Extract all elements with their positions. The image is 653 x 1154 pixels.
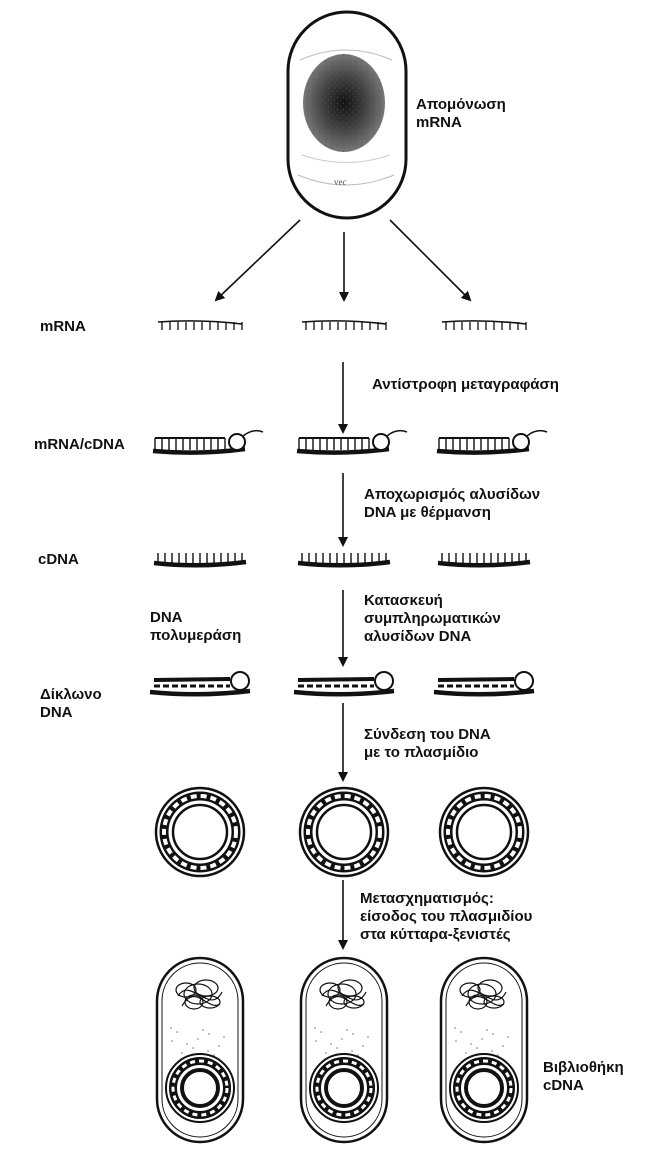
isolation-label: Απομόνωση mRNA bbox=[416, 96, 506, 132]
arrow-right bbox=[390, 220, 470, 300]
host-plasmid bbox=[450, 1054, 518, 1122]
row-label-mrna: mRNA bbox=[40, 318, 86, 336]
row-label-mrna-cdna: mRNA/cDNA bbox=[34, 436, 125, 454]
library-label: Βιβλιοθήκη cDNA bbox=[543, 1059, 624, 1095]
mrna-strand bbox=[442, 321, 526, 330]
mrna-strands bbox=[158, 321, 526, 330]
plasmid bbox=[300, 788, 388, 876]
dna-polymerase-label: DNA πολυμεράση bbox=[150, 609, 241, 645]
plasmid bbox=[440, 788, 528, 876]
double-strand bbox=[294, 672, 394, 694]
plasmid bbox=[156, 788, 244, 876]
strand-separation-label: Αποχωρισμός αλυσίδων DNA με θέρμανση bbox=[364, 486, 540, 522]
recombinant-plasmids bbox=[156, 788, 528, 876]
host-plasmid bbox=[166, 1054, 234, 1122]
row-label-double-stranded: Δίκλωνο DNA bbox=[40, 686, 102, 722]
complementary-synthesis-label: Κατασκευή συμπληρωματικών αλυσίδων DNA bbox=[364, 592, 501, 646]
row-label-cdna: cDNA bbox=[38, 551, 79, 569]
cdna-strands bbox=[154, 553, 530, 565]
double-stranded-dna bbox=[150, 672, 534, 694]
source-cell: vec bbox=[288, 12, 406, 218]
mrna-cdna-hybrids bbox=[153, 431, 547, 453]
mrna-strand bbox=[158, 321, 242, 330]
cdna-strand bbox=[154, 553, 246, 565]
host-cell bbox=[441, 958, 527, 1142]
ligation-label: Σύνδεση του DNA με το πλασμίδιο bbox=[364, 726, 491, 762]
double-strand bbox=[434, 672, 534, 694]
host-cells bbox=[157, 958, 527, 1142]
host-cell bbox=[157, 958, 243, 1142]
arrow-left bbox=[216, 220, 300, 300]
transformation-label: Μετασχηματισμός: είσοδος του πλασμιδίου … bbox=[360, 890, 532, 944]
hybrid-strand bbox=[437, 431, 547, 453]
reverse-transcriptase-label: Αντίστροφη μεταγραφάση bbox=[372, 376, 559, 394]
mrna-strand bbox=[302, 321, 386, 330]
host-cell bbox=[301, 958, 387, 1142]
hybrid-strand bbox=[297, 431, 407, 453]
svg-text:vec: vec bbox=[334, 177, 347, 187]
cdna-strand bbox=[438, 553, 530, 565]
cdna-strand bbox=[298, 553, 390, 565]
hybrid-strand bbox=[153, 431, 263, 453]
nucleus bbox=[303, 54, 385, 152]
host-plasmid bbox=[310, 1054, 378, 1122]
double-strand bbox=[150, 672, 250, 694]
